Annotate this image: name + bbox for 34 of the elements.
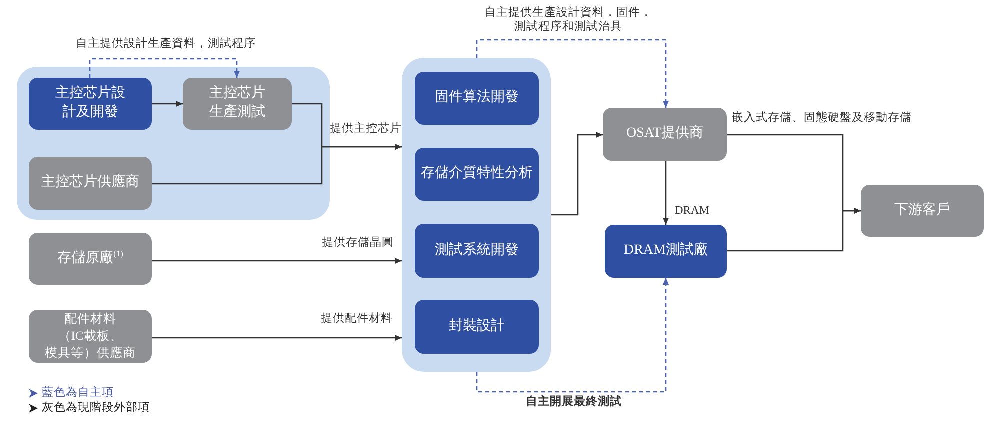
arrow [551, 132, 603, 216]
edge-label: 自主提供生產設計資料，固件，測試程序和測試治具 [483, 7, 654, 35]
process-box: 測試系統開發 [415, 224, 539, 278]
arrow [152, 258, 402, 264]
process-box: 主控芯片供應商 [29, 157, 152, 210]
edge-label: 嵌入式存儲、固態硬盤及移動存儲 [732, 112, 912, 126]
group-panel [17, 67, 330, 220]
edge-label: 自主開展最終測試 [526, 396, 622, 410]
arrow [152, 144, 402, 185]
dashed-arrow [476, 278, 670, 393]
edge-label: 提供主控芯片 [330, 123, 402, 137]
dashed-arrow [476, 39, 670, 108]
legend-text: 灰色為現階段外部項 [42, 401, 150, 416]
process-box: 存儲介質特性分析 [415, 148, 539, 201]
edge-label: 提供存儲晶圓 [322, 237, 394, 251]
process-box: 主控芯片設計及開發 [29, 78, 152, 130]
group-panel [402, 58, 551, 372]
edge-label: DRAM [675, 205, 710, 219]
arrow [152, 100, 183, 108]
process-box: 存儲原廠$^{(1)}$ [29, 233, 152, 285]
edge-label: 自主提供設計生產資料，測試程序 [76, 38, 256, 52]
arrow [152, 334, 402, 342]
process-box: 主控芯片生產測試 [183, 78, 292, 130]
process-box: OSAT提供商 [603, 108, 727, 161]
process-box: 封裝設計 [415, 300, 539, 354]
arrow [727, 208, 861, 252]
process-box: 配件材料（IC載板、模具等）供應商 [29, 310, 152, 363]
process-box: 下游客戶 [861, 185, 984, 237]
legend-text: 藍色為自主項 [42, 386, 114, 401]
process-box: DRAM測試廠 [605, 225, 727, 278]
dashed-arrow [89, 58, 240, 78]
edge-label: 提供配件材料 [321, 313, 393, 327]
process-box: 固件算法開發 [415, 72, 539, 125]
arrow [662, 161, 670, 225]
